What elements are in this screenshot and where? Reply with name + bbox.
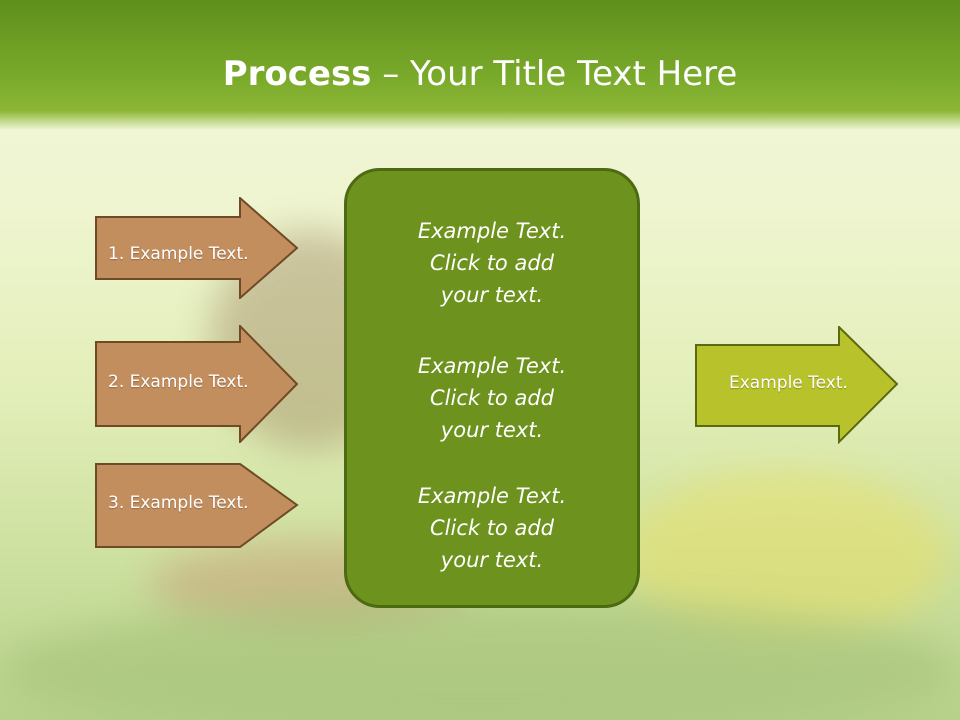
block-line: Example Text.	[417, 219, 567, 243]
center-text-block-3: Example Text. Click to add your text.	[347, 480, 637, 576]
block-line: Example Text.	[417, 354, 567, 378]
center-text-box[interactable]: Example Text. Click to add your text. Ex…	[344, 168, 640, 608]
arrow-shape	[95, 463, 299, 548]
arrow-shape	[95, 325, 299, 443]
step-arrow-label: 2. Example Text.	[108, 372, 249, 392]
block-line: Click to add	[429, 386, 554, 410]
background-photo	[0, 600, 960, 720]
center-text-block-1: Example Text. Click to add your text.	[347, 215, 637, 311]
block-line: Click to add	[429, 251, 554, 275]
step-arrow-2[interactable]: 2. Example Text.	[95, 325, 300, 443]
step-arrow-label: 3. Example Text.	[108, 493, 249, 513]
block-line: your text.	[440, 418, 544, 442]
block-line: Example Text.	[417, 484, 567, 508]
title-bar	[0, 0, 960, 130]
arrow-shape	[95, 197, 299, 299]
block-line: Click to add	[429, 516, 554, 540]
step-arrow-label: 1. Example Text.	[108, 244, 249, 264]
step-arrow-1[interactable]: 1. Example Text.	[95, 197, 300, 299]
title-bold: Process	[222, 54, 372, 94]
step-arrow-3[interactable]: 3. Example Text.	[95, 463, 300, 565]
center-text-block-2: Example Text. Click to add your text.	[347, 350, 637, 446]
title-rest: – Your Title Text Here	[371, 54, 738, 94]
slide-title[interactable]: Process – Your Title Text Here	[0, 52, 960, 96]
block-line: your text.	[440, 548, 544, 572]
result-arrow[interactable]: Example Text.	[695, 326, 900, 444]
arrow-shape	[695, 326, 899, 444]
block-line: your text.	[440, 283, 544, 307]
result-arrow-label: Example Text.	[729, 373, 848, 393]
